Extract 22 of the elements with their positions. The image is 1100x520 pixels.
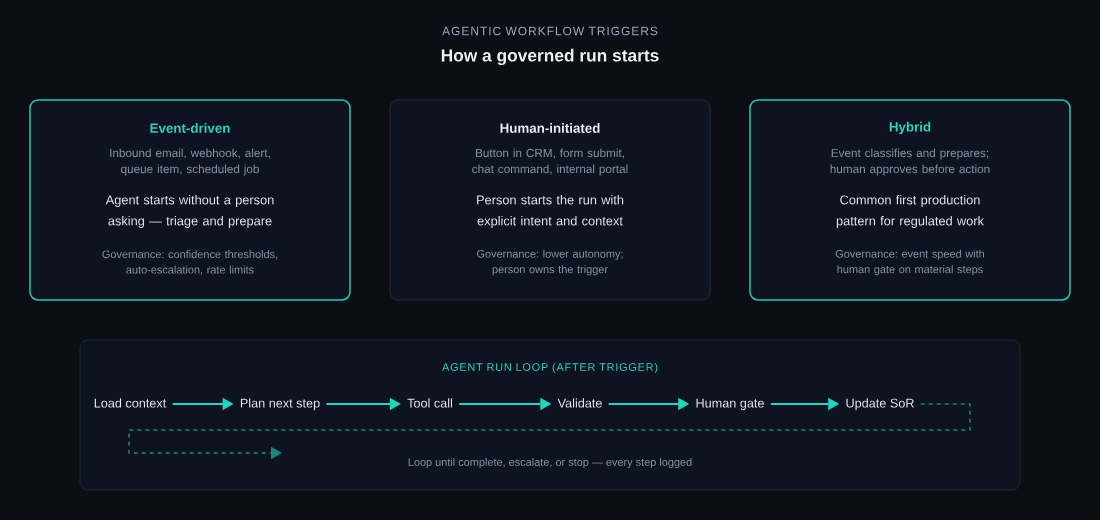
card-title: Event-driven <box>150 123 230 133</box>
step-label: Update SoR <box>846 398 914 411</box>
eyebrow: AGENTIC WORKFLOW TRIGGERS <box>442 26 658 36</box>
subtitle: Button in CRM, form submit, chat command, internal portal <box>472 148 628 176</box>
note: Governance: confidence thresholds, auto-escalation, rate limits <box>102 250 278 275</box>
card-title: Human-initiated <box>500 123 600 133</box>
footnote: Loop until complete, escalate, or stop — every step logged <box>408 457 692 469</box>
section-heading: AGENT RUN LOOP (AFTER TRIGGER) <box>442 362 658 374</box>
description: Person starts the run with explicit intent and context <box>477 195 624 228</box>
step-label: Load context <box>94 398 167 408</box>
step-label: Plan next step <box>240 398 320 411</box>
note: Governance: event speed with human gate on material steps <box>835 249 984 276</box>
description: Agent starts without a person asking — triage and prepare <box>105 195 274 228</box>
step-label: Validate <box>557 398 602 408</box>
step-label: Tool call <box>407 398 452 408</box>
card-title: Hybrid <box>889 121 931 135</box>
step-label: Human gate <box>696 398 764 411</box>
subtitle: Event classifies and prepares; human approves before action <box>830 148 990 176</box>
note: Governance: lower autonomy; person owns the trigger <box>477 249 623 276</box>
description: Common first production pattern for regulated work <box>836 195 984 228</box>
title: How a governed run starts <box>441 48 659 66</box>
subtitle: Inbound email, webhook, alert, queue item, scheduled job <box>110 148 270 176</box>
